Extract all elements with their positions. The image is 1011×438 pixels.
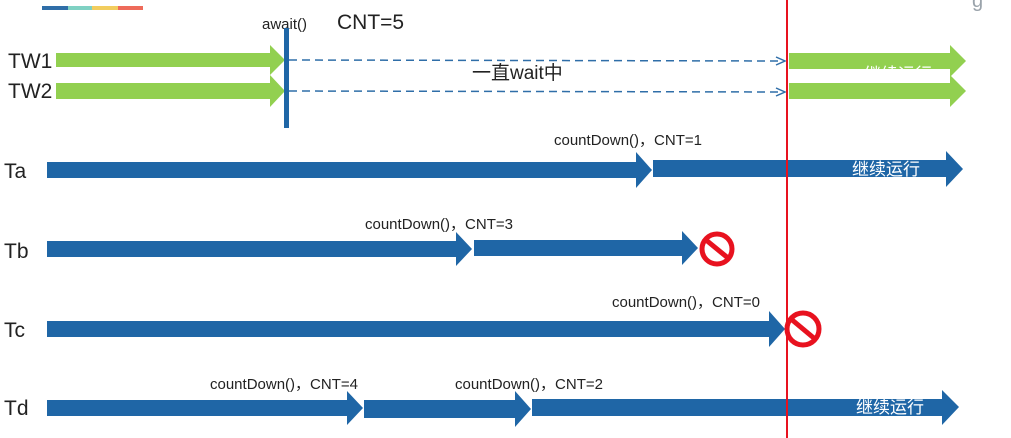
thread-label-td: Td — [4, 397, 29, 420]
thread-label-tw2: TW2 — [8, 80, 52, 103]
thread-label-tw1: TW1 — [8, 50, 52, 73]
tw1-wait-line — [288, 59, 783, 62]
td-arrow-2 — [364, 391, 531, 427]
tw2-arrow — [56, 75, 285, 107]
ta-continue-label: 继续运行 — [852, 160, 920, 179]
tw2-wait-arrowhead — [775, 87, 787, 97]
thread-label-tb: Tb — [4, 240, 29, 263]
td-continue-label: 继续运行 — [856, 398, 924, 417]
await-label: await() — [262, 16, 307, 33]
waiting-label: 一直wait中 — [472, 62, 563, 84]
tw1-wait-arrowhead — [775, 56, 787, 66]
tw-continue-label: 继续运行 — [864, 65, 932, 84]
thread-label-tc: Tc — [4, 319, 25, 342]
palette-strip — [42, 6, 143, 10]
tc-arrow — [47, 311, 785, 347]
td-countdown-label-2: countDown()，CNT=2 — [455, 376, 603, 393]
tb-countdown-label: countDown()，CNT=3 — [365, 216, 513, 233]
tb-stop-icon — [699, 231, 735, 267]
thread-label-ta: Ta — [4, 160, 27, 183]
tw1-arrow — [56, 45, 285, 75]
await-barrier — [284, 28, 289, 128]
tc-countdown-label: countDown()，CNT=0 — [612, 294, 760, 311]
td-arrow-1 — [47, 391, 363, 425]
tc-stop-icon — [784, 310, 822, 348]
ta-arrow-1 — [47, 152, 652, 188]
tb-arrow-2 — [474, 231, 698, 265]
edge-glyph: g — [972, 0, 983, 12]
tw1-continue-arrow — [789, 45, 966, 77]
tb-arrow-1 — [47, 232, 472, 266]
cnt-initial-label: CNT=5 — [337, 11, 404, 34]
td-countdown-label-1: countDown()，CNT=4 — [210, 376, 358, 393]
ta-arrow-2 — [653, 151, 963, 187]
ta-countdown-label: countDown()，CNT=1 — [554, 132, 702, 149]
td-arrow-3 — [532, 390, 959, 425]
tw2-continue-arrow — [789, 75, 966, 107]
tw2-wait-line — [288, 90, 783, 93]
